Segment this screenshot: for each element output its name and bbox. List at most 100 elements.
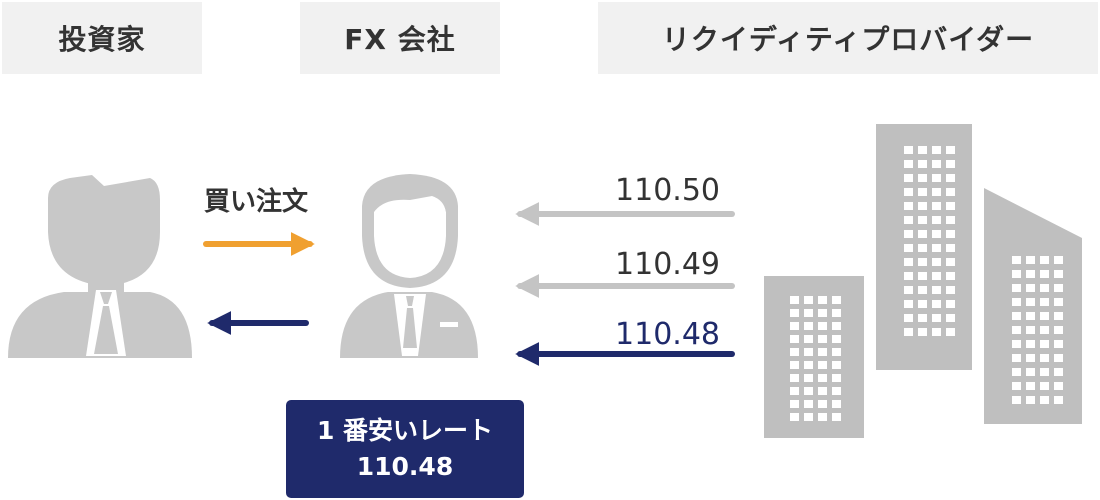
building-window xyxy=(1040,270,1049,278)
building-window xyxy=(918,188,927,196)
building-window xyxy=(918,244,927,252)
building-window xyxy=(946,328,955,336)
building-window xyxy=(1040,382,1049,390)
building-window xyxy=(1026,354,1035,362)
building-window xyxy=(918,146,927,154)
building-window xyxy=(790,296,799,304)
building-window xyxy=(918,258,927,266)
building-window xyxy=(1040,396,1049,404)
quote-110-49: 110.49 xyxy=(615,247,720,282)
building-window xyxy=(804,309,813,317)
building-window xyxy=(1040,256,1049,264)
building-window xyxy=(1054,298,1063,306)
building-window xyxy=(1040,368,1049,376)
building-window xyxy=(918,314,927,322)
building-window xyxy=(1040,284,1049,292)
building-window xyxy=(832,361,841,369)
building-window xyxy=(904,160,913,168)
building-window xyxy=(918,272,927,280)
building-window xyxy=(946,202,955,210)
building-window xyxy=(904,244,913,252)
building-window xyxy=(904,174,913,182)
building-window xyxy=(932,314,941,322)
building-window xyxy=(832,309,841,317)
building-window xyxy=(1012,312,1021,320)
header-investor: 投資家 xyxy=(2,2,202,74)
building-window xyxy=(1040,312,1049,320)
building-window xyxy=(918,216,927,224)
building-window xyxy=(818,335,827,343)
fx-company-person-icon xyxy=(340,174,478,358)
building-window xyxy=(1054,354,1063,362)
building-window xyxy=(790,413,799,421)
building-window xyxy=(918,160,927,168)
building-window xyxy=(1012,368,1021,376)
building-window xyxy=(946,300,955,308)
building-window xyxy=(1040,354,1049,362)
building-window xyxy=(1026,256,1035,264)
building-window xyxy=(818,374,827,382)
building-window xyxy=(904,202,913,210)
building-window xyxy=(946,272,955,280)
building-window xyxy=(1026,298,1035,306)
building-window xyxy=(932,188,941,196)
building-window xyxy=(818,322,827,330)
building-window xyxy=(932,216,941,224)
building-window xyxy=(818,387,827,395)
building-window xyxy=(932,230,941,238)
building-window xyxy=(946,216,955,224)
building-window xyxy=(818,348,827,356)
building-window xyxy=(790,348,799,356)
building-window xyxy=(918,286,927,294)
building-window xyxy=(1012,382,1021,390)
building-window xyxy=(818,309,827,317)
buildings-icon xyxy=(764,124,1082,438)
building-window xyxy=(1026,270,1035,278)
building-window xyxy=(804,400,813,408)
best-rate-value: 110.48 xyxy=(356,452,454,481)
building-window xyxy=(932,160,941,168)
building-window xyxy=(904,146,913,154)
header-fx-company: FX 会社 xyxy=(300,2,500,74)
building-window xyxy=(904,286,913,294)
building-window xyxy=(932,146,941,154)
building-window xyxy=(1026,284,1035,292)
building-window xyxy=(932,286,941,294)
building-window xyxy=(1012,354,1021,362)
building-window xyxy=(832,296,841,304)
building-window xyxy=(1012,298,1021,306)
best-rate-box: 1 番安いレート 110.48 xyxy=(286,400,524,498)
building-window xyxy=(1012,284,1021,292)
building-window xyxy=(918,202,927,210)
building-window xyxy=(790,335,799,343)
building-window xyxy=(818,413,827,421)
building-window xyxy=(818,296,827,304)
building-window xyxy=(790,374,799,382)
building-window xyxy=(804,361,813,369)
building-window xyxy=(804,374,813,382)
building-window xyxy=(918,328,927,336)
building-window xyxy=(832,374,841,382)
building-window xyxy=(804,335,813,343)
building-window xyxy=(932,244,941,252)
best-rate-label: 1 番安いレート xyxy=(316,416,494,445)
building-window xyxy=(804,296,813,304)
building-window xyxy=(946,230,955,238)
building-window xyxy=(790,400,799,408)
building-window xyxy=(932,202,941,210)
investor-person-icon xyxy=(8,175,192,358)
building-window xyxy=(832,413,841,421)
building-window xyxy=(904,272,913,280)
building-window xyxy=(904,258,913,266)
building-window xyxy=(832,387,841,395)
building-window xyxy=(1040,340,1049,348)
building-window xyxy=(1012,396,1021,404)
building-window xyxy=(946,258,955,266)
quote-110-50: 110.50 xyxy=(615,173,720,208)
building-window xyxy=(946,174,955,182)
building-window xyxy=(1040,326,1049,334)
building-window xyxy=(1012,256,1021,264)
building-window xyxy=(1054,382,1063,390)
building-window xyxy=(932,300,941,308)
building-window xyxy=(1040,298,1049,306)
